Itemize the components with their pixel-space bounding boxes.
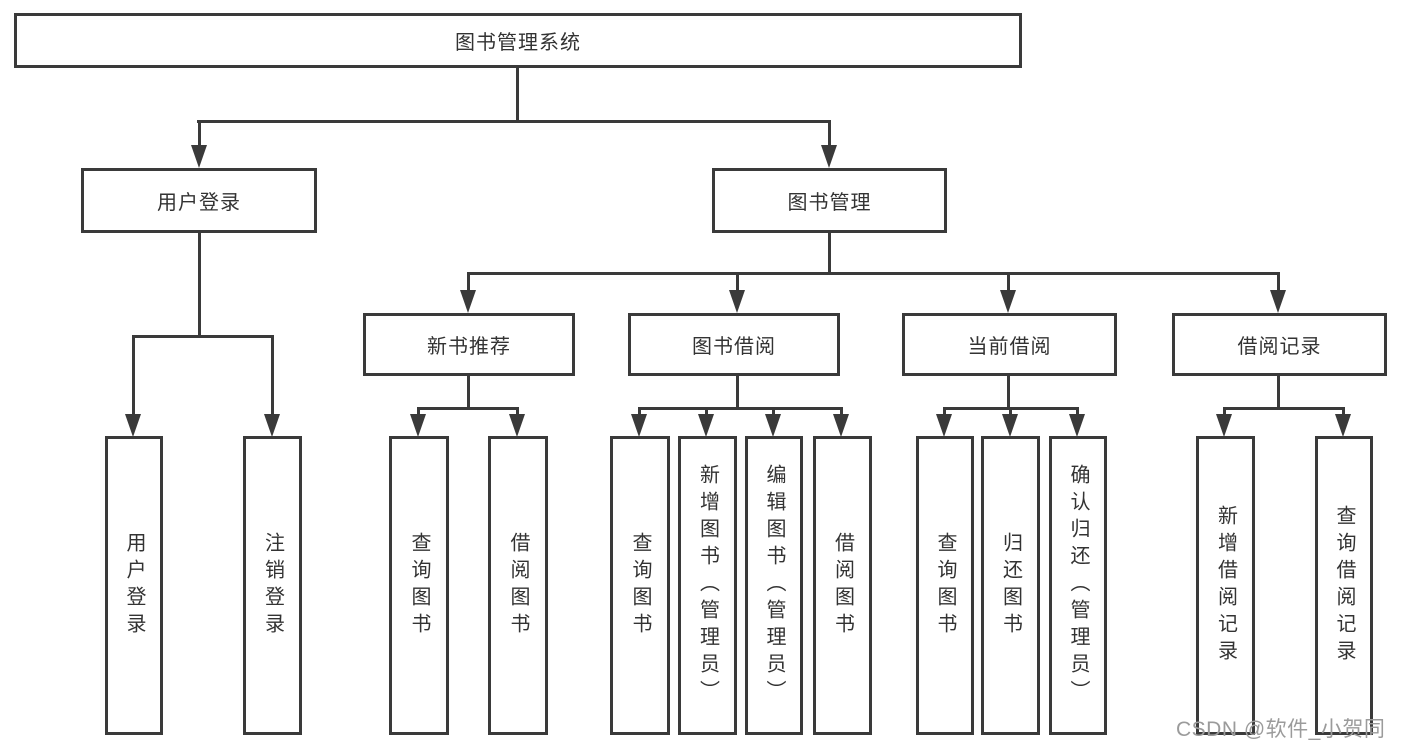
connector-drop-nbr-query <box>417 407 420 417</box>
leaf-cb-query-books: 查询图书 <box>916 436 974 735</box>
arrowhead-cb-return <box>1002 414 1018 437</box>
leaf-bb-edit-book-admin-label: 编辑图书（管理员） <box>763 464 785 707</box>
leaf-cb-return-books-label: 归还图书 <box>999 531 1022 640</box>
arrowhead-borrow-records <box>1270 290 1286 313</box>
connector-drop-leaf-login <box>132 335 135 415</box>
connector-nbr-stem <box>467 376 470 410</box>
connector-drop-new-book <box>467 272 470 294</box>
connector-userlogin-stem <box>198 233 201 338</box>
connector-bookmgmt-stem <box>828 233 831 274</box>
arrowhead-bb-edit <box>765 414 781 437</box>
arrowhead-cb-query <box>936 414 952 437</box>
connector-drop-bb-add <box>705 407 708 417</box>
arrowhead-br-query <box>1335 414 1351 437</box>
connector-br-stem <box>1277 376 1280 410</box>
leaf-bb-add-book-admin: 新增图书（管理员） <box>678 436 737 735</box>
connector-drop-nbr-borrow <box>516 407 519 417</box>
arrowhead-book-borrow <box>729 290 745 313</box>
connector-drop-bb-query <box>638 407 641 417</box>
connector-bookmgmt-split <box>467 272 1280 275</box>
connector-br-split <box>1223 407 1345 410</box>
arrowhead-nbr-borrow <box>509 414 525 437</box>
node-user-login-label: 用户登录 <box>157 192 241 214</box>
arrowhead-book-mgmt <box>821 145 837 168</box>
leaf-br-add-record: 新增借阅记录 <box>1196 436 1255 735</box>
connector-drop-bb-edit <box>772 407 775 417</box>
arrowhead-leaf-login <box>125 414 141 437</box>
leaf-cb-confirm-return-admin-label: 确认归还（管理员） <box>1067 464 1089 707</box>
connector-drop-br-query <box>1342 407 1345 417</box>
node-book-management-label: 图书管理 <box>787 192 872 214</box>
arrowhead-bb-add <box>698 414 714 437</box>
arrowhead-user-login <box>191 145 207 168</box>
arrowhead-leaf-logout <box>264 414 280 437</box>
connector-drop-user-login <box>198 120 201 148</box>
connector-root-split <box>197 120 831 123</box>
connector-drop-book-mgmt <box>828 120 831 148</box>
leaf-bb-query-books-label: 查询图书 <box>629 531 651 640</box>
arrowhead-new-book <box>460 290 476 313</box>
node-book-borrow: 图书借阅 <box>628 313 840 376</box>
leaf-bb-borrow-books-label: 借阅图书 <box>831 531 854 640</box>
leaf-br-query-record-label: 查询借阅记录 <box>1333 504 1355 667</box>
leaf-cb-query-books-label: 查询图书 <box>934 531 956 640</box>
arrowhead-cb-confirm <box>1069 414 1085 437</box>
node-borrow-records: 借阅记录 <box>1172 313 1387 376</box>
connector-root-stem <box>516 68 519 122</box>
leaf-user-login-label: 用户登录 <box>123 531 145 640</box>
connector-drop-cb-confirm <box>1076 407 1079 417</box>
connector-cb-stem <box>1007 376 1010 410</box>
node-current-borrow: 当前借阅 <box>902 313 1117 376</box>
node-book-management: 图书管理 <box>712 168 947 233</box>
csdn-watermark: CSDN @软件_小贺同学 <box>1176 718 1386 741</box>
node-user-login: 用户登录 <box>81 168 317 233</box>
leaf-br-add-record-label: 新增借阅记录 <box>1214 504 1237 667</box>
connector-drop-borrow-records <box>1277 272 1280 294</box>
leaf-logout-label: 注销登录 <box>261 531 284 640</box>
arrowhead-nbr-query <box>410 414 426 437</box>
arrowhead-br-add <box>1216 414 1232 437</box>
connector-drop-leaf-logout <box>271 335 274 415</box>
leaf-bb-borrow-books: 借阅图书 <box>813 436 872 735</box>
node-borrow-records-label: 借阅记录 <box>1237 336 1322 358</box>
leaf-nbr-query-books-label: 查询图书 <box>408 531 430 640</box>
connector-drop-current-borrow <box>1007 272 1010 294</box>
node-book-borrow-label: 图书借阅 <box>692 336 776 358</box>
node-current-borrow-label: 当前借阅 <box>967 336 1052 358</box>
leaf-cb-return-books: 归还图书 <box>981 436 1040 735</box>
node-new-book-recommend: 新书推荐 <box>363 313 575 376</box>
leaf-nbr-borrow-books-label: 借阅图书 <box>507 531 529 640</box>
arrowhead-bb-borrow <box>833 414 849 437</box>
leaf-nbr-query-books: 查询图书 <box>389 436 449 735</box>
connector-drop-cb-return <box>1009 407 1012 417</box>
connector-nbr-split <box>417 407 519 410</box>
leaf-bb-query-books: 查询图书 <box>610 436 670 735</box>
arrowhead-bb-query <box>631 414 647 437</box>
leaf-nbr-borrow-books: 借阅图书 <box>488 436 548 735</box>
leaf-logout: 注销登录 <box>243 436 302 735</box>
connector-userlogin-split <box>132 335 273 338</box>
leaf-br-query-record: 查询借阅记录 <box>1315 436 1373 735</box>
leaf-cb-confirm-return-admin: 确认归还（管理员） <box>1049 436 1107 735</box>
node-root-label: 图书管理系统 <box>455 32 581 54</box>
arrowhead-current-borrow <box>1000 290 1016 313</box>
connector-drop-br-add <box>1223 407 1226 417</box>
connector-bb-stem <box>736 376 739 410</box>
connector-bb-split <box>638 407 842 410</box>
connector-drop-bb-borrow <box>840 407 843 417</box>
leaf-user-login: 用户登录 <box>105 436 163 735</box>
node-root-system: 图书管理系统 <box>14 13 1022 68</box>
node-new-book-recommend-label: 新书推荐 <box>427 336 511 358</box>
connector-drop-cb-query <box>943 407 946 417</box>
leaf-bb-add-book-admin-label: 新增图书（管理员） <box>696 464 719 707</box>
leaf-bb-edit-book-admin: 编辑图书（管理员） <box>745 436 803 735</box>
connector-drop-book-borrow <box>736 272 739 294</box>
